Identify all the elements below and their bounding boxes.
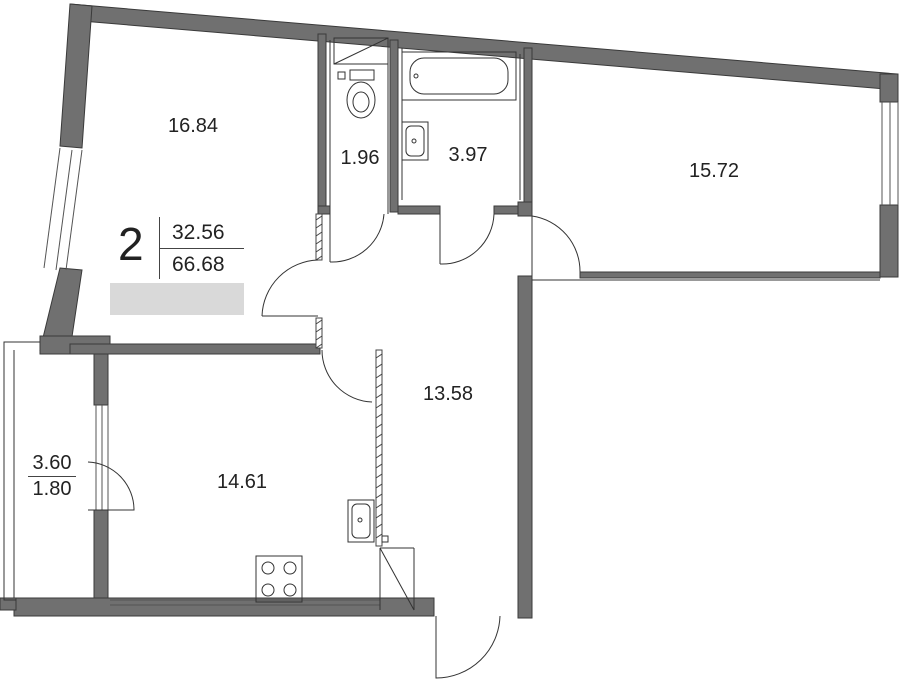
balcony-fraction-line	[28, 476, 76, 477]
wall-bath-bottom	[397, 205, 441, 215]
wall-hall-right	[517, 275, 533, 619]
room-area-bathroom: 3.97	[448, 144, 488, 166]
exterior-walls	[0, 3, 899, 619]
partitions	[69, 33, 881, 355]
door-living	[531, 215, 581, 273]
wall-right-upper	[879, 73, 899, 103]
wall-balcony-corner	[0, 597, 17, 611]
bathtub	[401, 51, 517, 101]
wall-toilet-bottom	[317, 205, 331, 215]
door-entrance	[435, 615, 501, 679]
wall-toilet-right	[389, 39, 399, 213]
room-area-hall: 13.58	[422, 383, 474, 405]
door-bedroom	[261, 259, 319, 317]
total-area: 66.68	[172, 253, 225, 276]
wall-toilet-left	[317, 33, 327, 211]
wall-top	[69, 3, 898, 91]
wall-kitchen-left-upper	[93, 349, 109, 406]
wall-living-left-stub	[517, 201, 533, 217]
apartment-badge: 2 32.56 66.68	[110, 215, 244, 315]
doors	[87, 213, 581, 679]
wall-bath-right	[523, 47, 533, 213]
stove-icon	[255, 555, 303, 603]
wall-kitchen-left-lower	[93, 509, 109, 613]
room-count: 2	[118, 218, 144, 270]
hatched-partitions	[315, 213, 383, 547]
wall-right-lower	[879, 204, 899, 278]
windows	[43, 102, 899, 606]
room-area-toilet: 1.96	[340, 147, 380, 169]
wall-bedroom-bottom	[69, 343, 321, 355]
balcony-area-label: 3.60 1.80	[28, 452, 76, 501]
sinks	[347, 121, 429, 543]
door-bathroom	[439, 213, 495, 265]
balcony-reduced-area: 1.80	[32, 478, 72, 500]
toilet-fixture	[333, 37, 389, 119]
badge-divider-horizontal	[159, 248, 244, 249]
room-area-bedroom: 16.84	[167, 115, 219, 137]
door-balcony	[87, 461, 135, 511]
balcony-outline	[3, 341, 40, 601]
room-area-kitchen: 14.61	[216, 471, 268, 493]
living-area: 32.56	[172, 221, 225, 244]
room-area-living-room: 15.72	[688, 160, 740, 182]
door-kitchen	[321, 349, 373, 403]
balcony-area: 3.60	[32, 452, 72, 474]
door-toilet	[329, 213, 385, 263]
wall-bottom	[13, 597, 435, 617]
wall-living-bottom	[579, 271, 881, 279]
badge-gray-bar	[110, 283, 244, 315]
wall-left-upper	[59, 3, 93, 149]
